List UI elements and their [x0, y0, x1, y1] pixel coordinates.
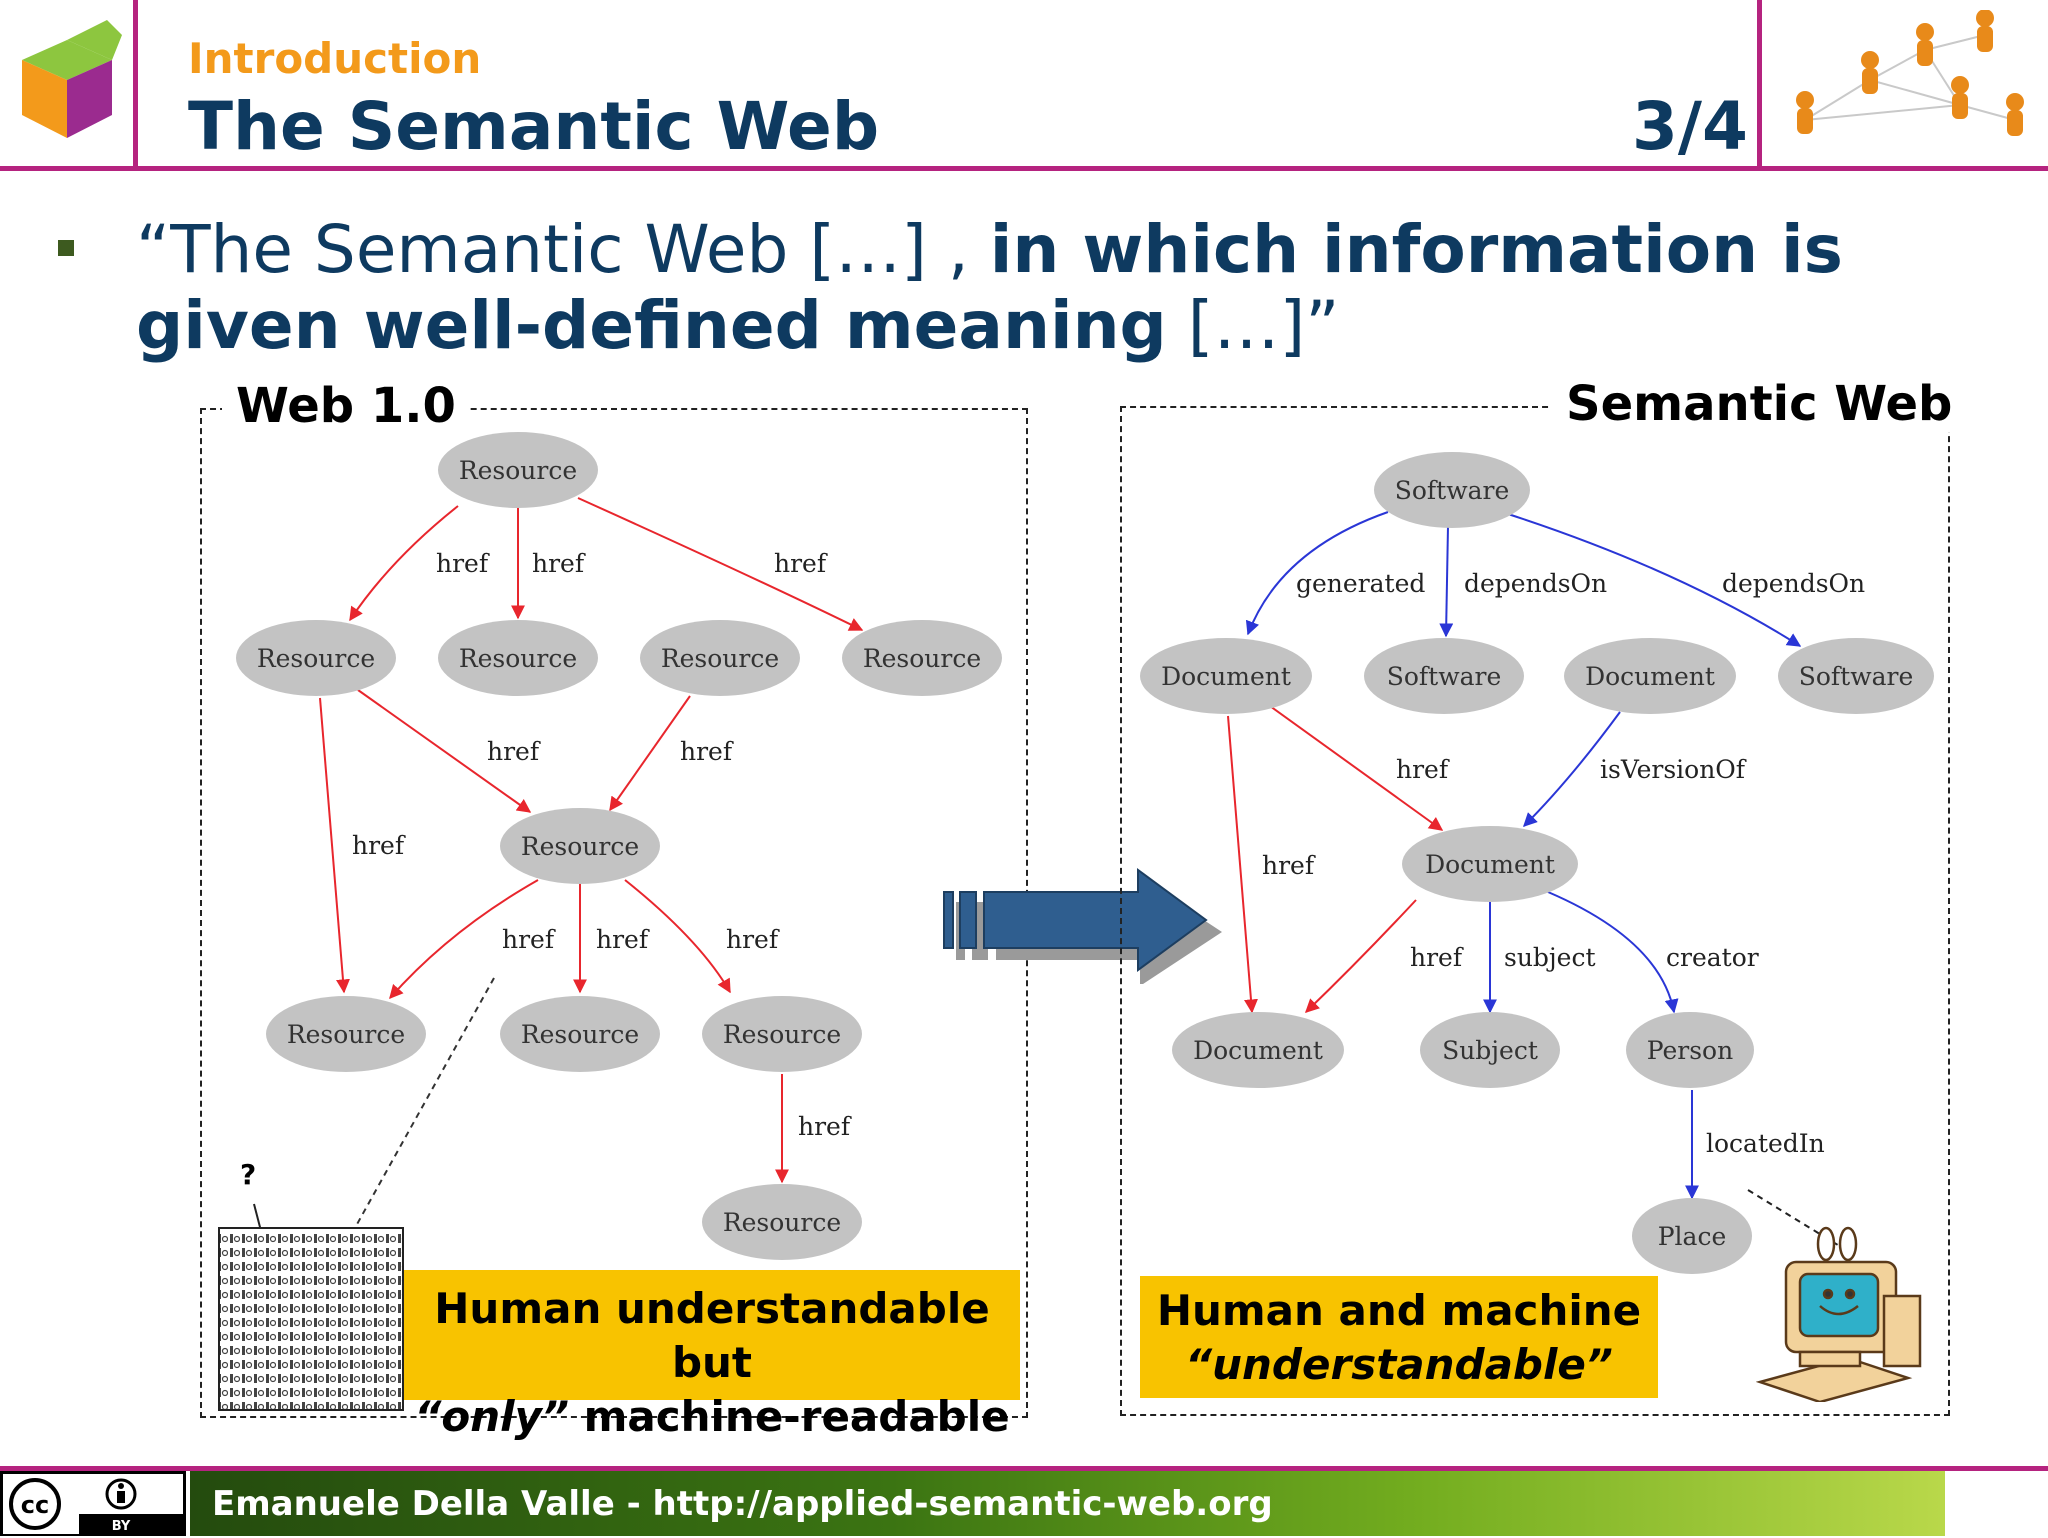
edge-label-dependson: dependsOn — [1722, 569, 1865, 598]
web1-node: Resource — [287, 1020, 405, 1049]
semantic-caption-line2: “understandable” — [1185, 1340, 1613, 1389]
edge-label-href: href — [596, 925, 650, 954]
question-mark: ? — [240, 1158, 256, 1191]
edge-label-href: href — [487, 737, 541, 766]
network-people-icon — [1775, 9, 2045, 160]
semantic-caption: Human and machine “understandable” — [1140, 1276, 1658, 1398]
semantic-caption-line1: Human and machine — [1156, 1286, 1642, 1335]
section-label: Introduction — [188, 34, 482, 83]
semantic-node-document: Document — [1585, 662, 1715, 691]
web1-title: Web 1.0 — [222, 378, 470, 434]
semantic-node-software: Software — [1387, 662, 1502, 691]
edge-label-href: href — [436, 549, 490, 578]
web1-node: Resource — [459, 644, 577, 673]
web1-node: Resource — [863, 644, 981, 673]
web1-node: Resource — [521, 832, 639, 861]
semantic-node-document: Document — [1193, 1036, 1323, 1065]
edge-label-href: href — [680, 737, 734, 766]
edge-label-href: href — [1396, 755, 1450, 784]
semantic-node-document: Document — [1161, 662, 1291, 691]
slide-title: The Semantic Web — [188, 88, 880, 165]
semantic-graph: generated dependsOn dependsOn href isVer… — [1140, 452, 1934, 1274]
semantic-node-software: Software — [1395, 476, 1510, 505]
web1-node: Resource — [257, 644, 375, 673]
web1-node: Resource — [521, 1020, 639, 1049]
web1-caption-italic: “only” — [414, 1392, 569, 1441]
semantic-node-subject: Subject — [1442, 1036, 1538, 1065]
semantic-node-software: Software — [1799, 662, 1914, 691]
edge-label-generated: generated — [1296, 569, 1425, 598]
web1-node: Resource — [459, 456, 577, 485]
semantic-frame — [1120, 406, 1950, 1416]
web1-caption: Human understandable but “only” machine-… — [404, 1270, 1020, 1441]
web1-caption-line1: Human understandable but — [434, 1284, 990, 1387]
semantic-node-place: Place — [1658, 1222, 1727, 1251]
web1-node: Resource — [723, 1020, 841, 1049]
edge-label-href: href — [502, 925, 556, 954]
quote-part2: […]” — [1166, 287, 1340, 364]
footer-band — [190, 1471, 1945, 1536]
header-right-divider — [1757, 0, 1762, 170]
transition-arrow-icon — [943, 868, 1222, 984]
footer-divider — [0, 1466, 2048, 1471]
semantic-node-person: Person — [1647, 1036, 1733, 1065]
edge-label-isversionof: isVersionOf — [1600, 755, 1747, 784]
header-divider — [0, 166, 2048, 171]
quote-emphasis: in which information is given well-defin… — [136, 211, 1843, 364]
edge-label-href: href — [798, 1112, 852, 1141]
semantic-title: Semantic Web — [1552, 376, 1967, 432]
edge-label-href: href — [774, 549, 828, 578]
logo-divider — [133, 0, 138, 170]
semantic-node-document: Document — [1425, 850, 1555, 879]
bullet-marker — [58, 240, 74, 256]
license-by-label: BY — [112, 1519, 131, 1534]
quote-part1: “The Semantic Web […] , — [136, 211, 990, 288]
web1-node: Resource — [723, 1208, 841, 1237]
footer-author-url: Emanuele Della Valle - http://applied-se… — [212, 1484, 1273, 1524]
web1-node: Resource — [661, 644, 779, 673]
edge-label-href: href — [726, 925, 780, 954]
binary-data-texture — [218, 1227, 404, 1411]
web1-caption-rest: machine-readable — [569, 1392, 1010, 1441]
svg-text:cc: cc — [21, 1491, 49, 1519]
cc-by-license-icon: cc BY — [0, 1471, 186, 1536]
web1-caption-line2: “only” machine-readable — [404, 1390, 1020, 1444]
edge-label-href: href — [532, 549, 586, 578]
edge-label-href: href — [352, 831, 406, 860]
edge-label-dependson: dependsOn — [1464, 569, 1607, 598]
edge-label-locatedin: locatedIn — [1706, 1129, 1825, 1158]
web1-graph: href href href href href href href href … — [218, 432, 1002, 1411]
edge-label-subject: subject — [1504, 943, 1596, 972]
edge-label-href: href — [1410, 943, 1464, 972]
cartoon-computer-icon — [1756, 1226, 1922, 1402]
page-number: 3/4 — [1632, 88, 1748, 165]
cube-logo — [12, 20, 122, 140]
edge-label-creator: creator — [1666, 943, 1759, 972]
edge-label-href: href — [1262, 851, 1316, 880]
quote-bullet: “The Semantic Web […] , in which informa… — [136, 212, 2016, 364]
